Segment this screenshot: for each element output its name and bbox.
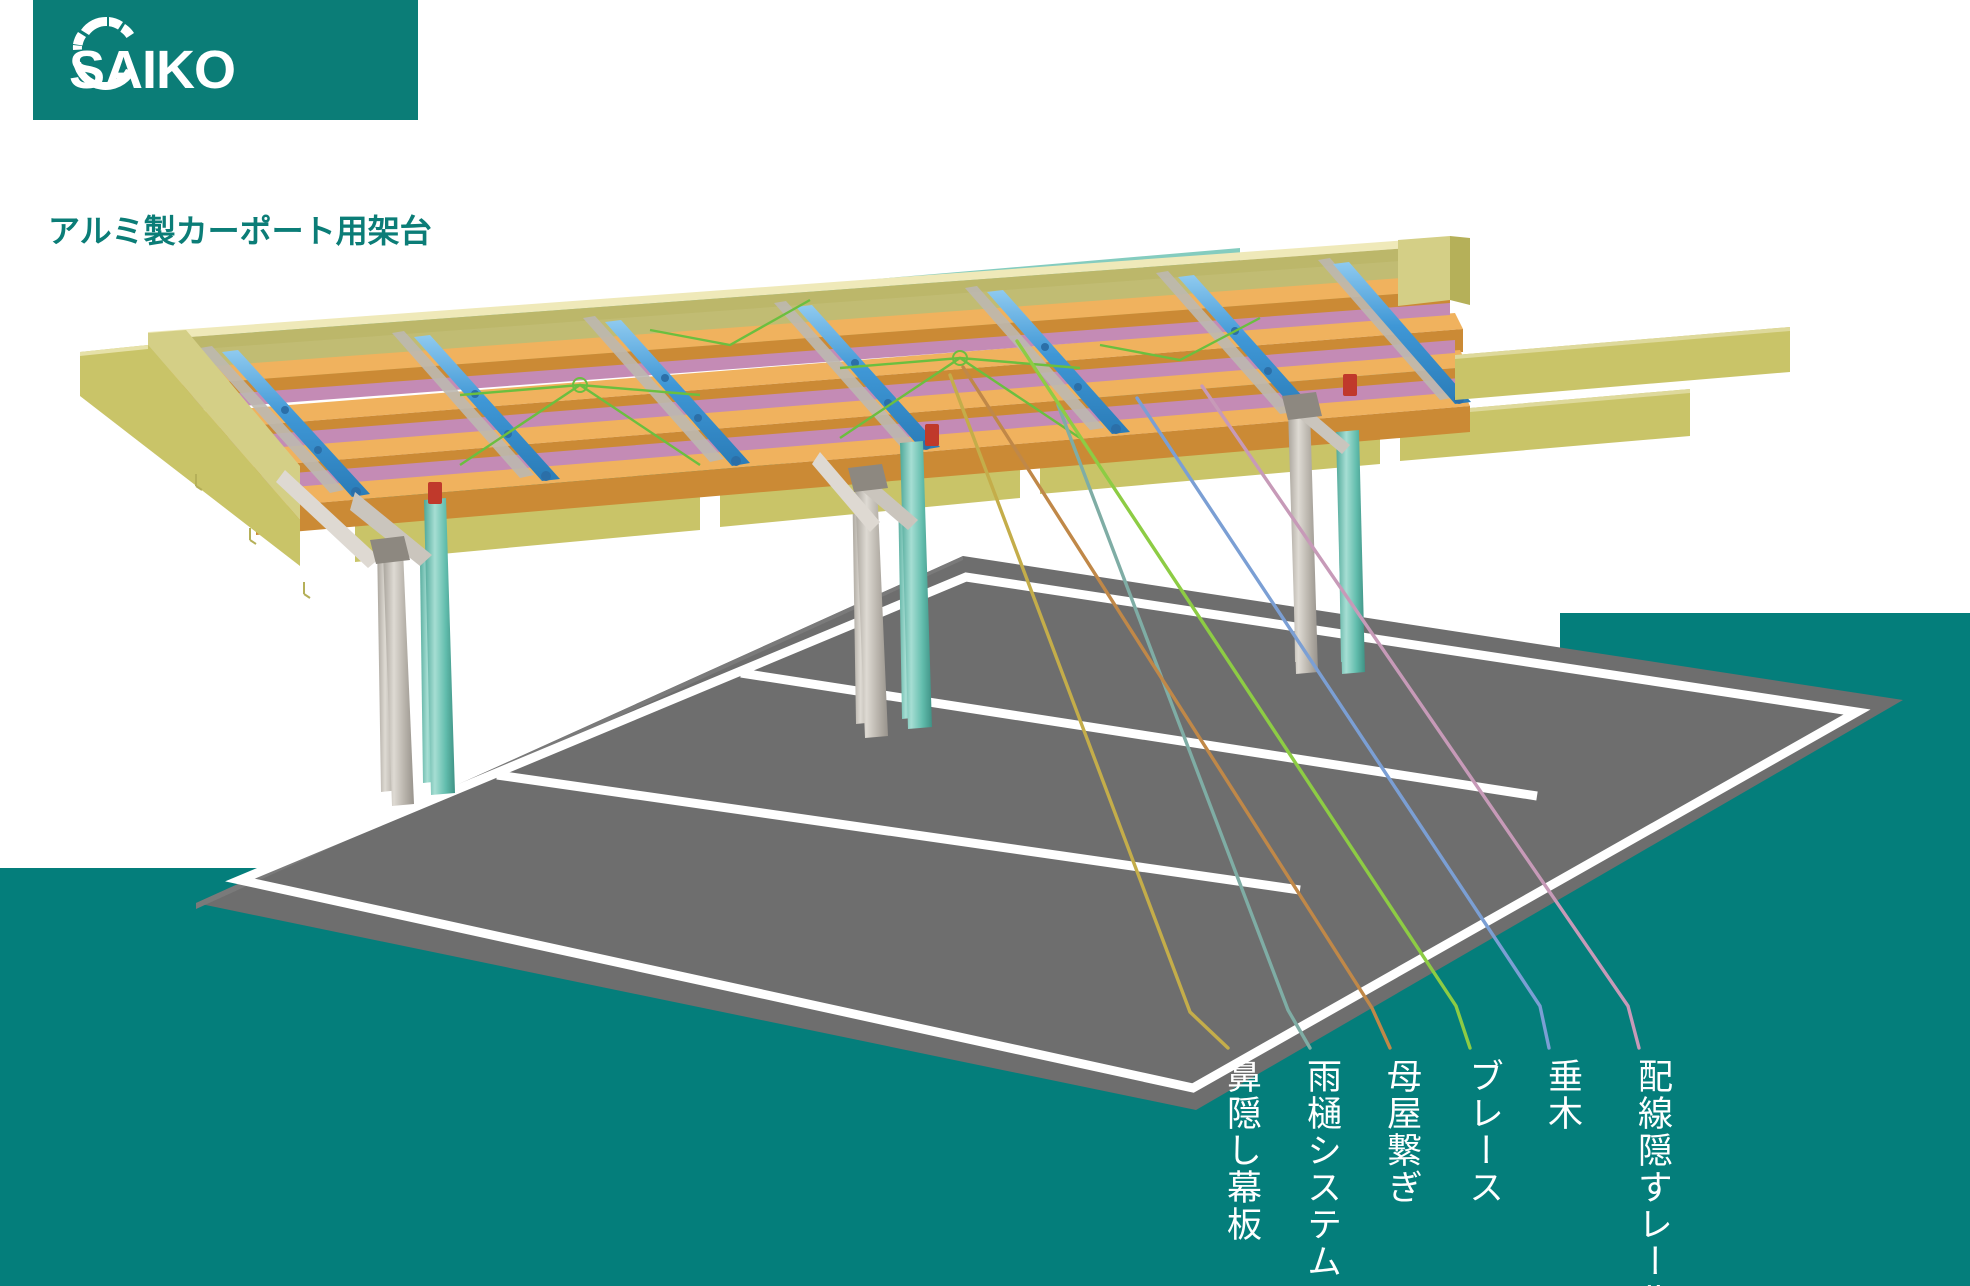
roof-right-end-fascia [1398, 236, 1790, 400]
leader-line-brace [1015, 339, 1472, 1050]
bracket-red-group [428, 374, 1357, 504]
leader-line-amadoi-system [1056, 403, 1312, 1050]
legend-leader-lines [948, 339, 1641, 1050]
saiko-swirl-icon [72, 16, 135, 90]
saiko-logo: SAIKO [33, 0, 418, 120]
product-subtitle: アルミ製カーポート用架台 [48, 213, 432, 249]
product-title: Air-port R [45, 114, 381, 197]
leader-line-taruki [1135, 396, 1551, 1050]
purlin-rail-group [222, 262, 1471, 497]
leader-line-haisen-kakusu-rail [1200, 384, 1641, 1050]
column-cap-bracket-group [370, 392, 1322, 564]
brace-wire-group [459, 298, 1261, 466]
column-group-near [383, 408, 1365, 806]
fascia-bolt-marks [195, 474, 311, 599]
leader-line-hanakakushi-makuita [948, 373, 1230, 1050]
leader-line-moya-tsunagi [961, 365, 1392, 1050]
pavement-slab [196, 556, 1903, 1110]
roof-left-end-fascia [80, 330, 300, 566]
knee-brace-group [276, 398, 1350, 568]
wiring-rail-group [200, 258, 1452, 493]
saiko-wordmark: SAIKO [69, 40, 235, 100]
